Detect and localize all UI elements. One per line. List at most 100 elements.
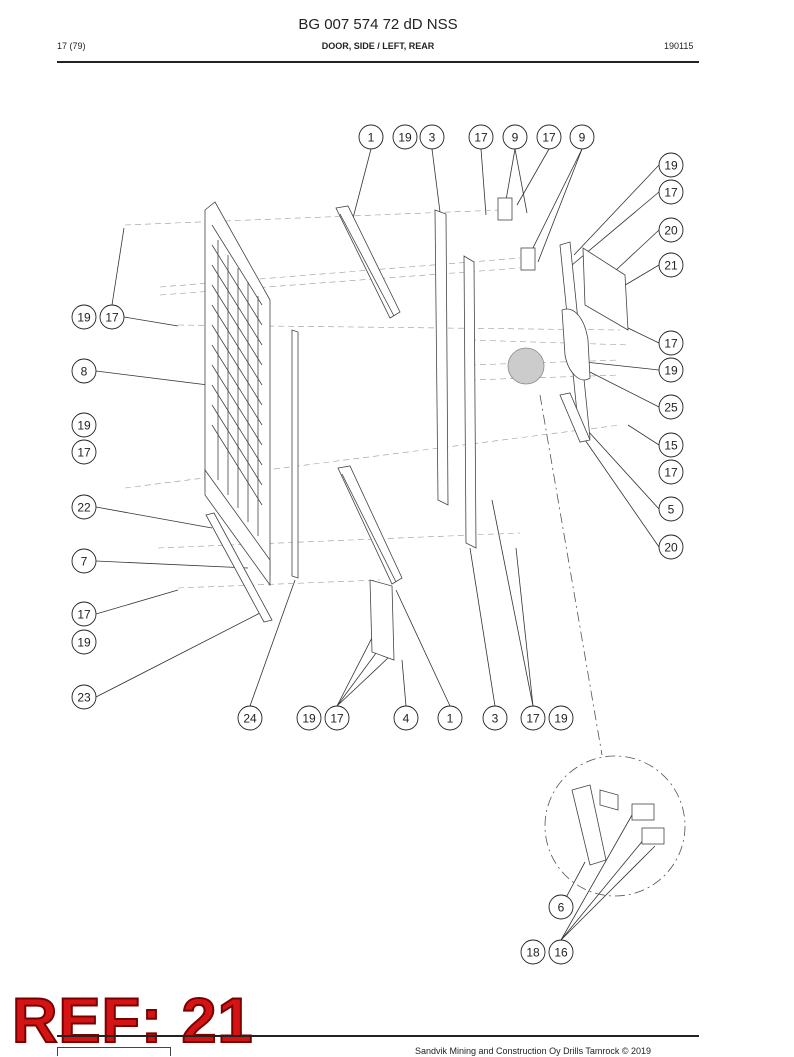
callout-15: 15 xyxy=(658,432,684,458)
leader-line xyxy=(395,589,451,707)
callout-22: 22 xyxy=(71,494,97,520)
leader-line xyxy=(469,547,496,707)
leader-line xyxy=(537,148,583,263)
page-number: 17 (79) xyxy=(57,41,86,51)
callout-circle xyxy=(658,357,684,383)
callout-19: 19 xyxy=(658,357,684,383)
callout-circle xyxy=(324,705,350,731)
callout-number: 17 xyxy=(474,131,488,145)
leader-line xyxy=(627,327,660,344)
callout-17: 17 xyxy=(520,705,546,731)
callout-number: 17 xyxy=(77,446,91,460)
leader-line xyxy=(573,164,660,256)
callout-circle xyxy=(658,330,684,356)
leader-line xyxy=(491,499,534,707)
callout-circle xyxy=(71,548,97,574)
callout-circle xyxy=(468,124,494,150)
leader-line xyxy=(95,370,209,386)
callout-circle xyxy=(658,152,684,178)
leader-line xyxy=(527,148,583,259)
leader-line xyxy=(336,657,389,707)
callout-circle xyxy=(548,705,574,731)
callout-circle xyxy=(658,459,684,485)
leader-line xyxy=(581,367,660,408)
callout-5: 5 xyxy=(658,496,684,522)
leader-line xyxy=(560,814,633,941)
callout-circle xyxy=(71,439,97,465)
callout-17: 17 xyxy=(536,124,562,150)
callout-circle xyxy=(437,705,463,731)
leader-line xyxy=(431,148,441,213)
callout-number: 19 xyxy=(77,311,91,325)
callout-circle xyxy=(658,496,684,522)
callout-number: 17 xyxy=(105,311,119,325)
callout-circle xyxy=(502,124,528,150)
header-divider xyxy=(57,61,699,63)
brand-logo-box xyxy=(57,1047,171,1056)
callout-17: 17 xyxy=(658,330,684,356)
callout-number: 17 xyxy=(526,712,540,726)
callout-number: 17 xyxy=(542,131,556,145)
leader-line xyxy=(577,419,660,510)
callout-number: 8 xyxy=(81,365,88,379)
leader-line xyxy=(627,424,660,446)
leader-line xyxy=(249,579,296,707)
callout-number: 17 xyxy=(77,608,91,622)
callout-20: 20 xyxy=(658,217,684,243)
callout-number: 19 xyxy=(664,159,678,173)
callout-19: 19 xyxy=(296,705,322,731)
leader-line xyxy=(336,629,377,707)
callout-circle xyxy=(71,358,97,384)
callout-number: 19 xyxy=(77,419,91,433)
callout-circle xyxy=(71,304,97,330)
callout-19: 19 xyxy=(548,705,574,731)
callout-circle xyxy=(658,432,684,458)
callout-number: 3 xyxy=(429,131,436,145)
callout-circle xyxy=(548,939,574,965)
callout-number: 17 xyxy=(664,186,678,200)
callout-circle xyxy=(296,705,322,731)
callout-number: 25 xyxy=(664,401,678,415)
callout-circle xyxy=(237,705,263,731)
callout-circle xyxy=(358,124,384,150)
leader-line xyxy=(516,148,550,206)
leader-line xyxy=(480,148,487,216)
leader-line xyxy=(95,589,179,615)
callout-circle xyxy=(392,124,418,150)
callout-7: 7 xyxy=(71,548,97,574)
callout-19: 19 xyxy=(71,629,97,655)
callout-circle xyxy=(71,412,97,438)
callout-number: 17 xyxy=(664,466,678,480)
callout-17: 17 xyxy=(658,459,684,485)
callout-19: 19 xyxy=(71,412,97,438)
callout-number: 16 xyxy=(554,946,568,960)
callout-number: 3 xyxy=(492,712,499,726)
footer-copyright: Sandvik Mining and Construction Oy Drill… xyxy=(415,1046,652,1056)
revision-date: 190115 xyxy=(664,41,694,51)
callout-17: 17 xyxy=(468,124,494,150)
callout-19: 19 xyxy=(71,304,97,330)
callout-circle xyxy=(520,705,546,731)
callout-3: 3 xyxy=(482,705,508,731)
leader-line xyxy=(123,316,179,327)
callout-19: 19 xyxy=(392,124,418,150)
callout-21: 21 xyxy=(658,252,684,278)
callout-number: 19 xyxy=(554,712,568,726)
callout-circle xyxy=(658,179,684,205)
leader-line xyxy=(515,547,534,707)
callout-number: 23 xyxy=(77,691,91,705)
callout-number: 22 xyxy=(77,501,91,515)
callout-number: 19 xyxy=(77,636,91,650)
callout-9: 9 xyxy=(502,124,528,150)
callout-number: 19 xyxy=(664,364,678,378)
callout-number: 9 xyxy=(579,131,586,145)
callout-1: 1 xyxy=(358,124,384,150)
callout-circle xyxy=(71,601,97,627)
leader-line xyxy=(514,148,528,214)
callout-number: 24 xyxy=(243,712,257,726)
callout-number: 7 xyxy=(81,555,88,569)
section-title: DOOR, SIDE / LEFT, REAR xyxy=(321,41,435,51)
leader-line xyxy=(95,560,249,569)
callout-25: 25 xyxy=(658,394,684,420)
